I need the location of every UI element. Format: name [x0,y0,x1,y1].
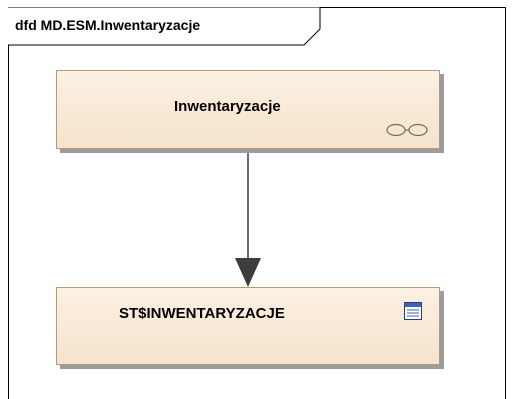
frame-title: dfd MD.ESM.Inwentaryzacje [15,17,201,33]
datastore-node[interactable]: ST$INWENTARYZACJE [56,287,440,365]
table-icon [404,302,422,320]
activity-node-label: Inwentaryzacje [174,98,281,115]
datastore-node-label: ST$INWENTARYZACJE [119,305,285,322]
frame-title-tab [8,7,321,46]
activity-node[interactable]: Inwentaryzacje [56,70,440,149]
composite-link-icon [386,123,428,137]
